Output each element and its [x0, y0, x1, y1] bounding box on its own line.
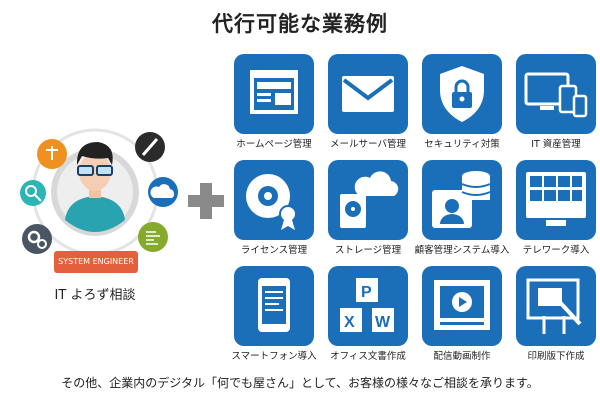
- service-label: IT 資産管理: [531, 139, 581, 150]
- plus-icon: [188, 183, 224, 219]
- disc-certificate-icon: [246, 174, 297, 230]
- service-label: 印刷版下作成: [527, 351, 585, 362]
- engineer-illustration: [20, 128, 178, 256]
- smartphone-icon: [258, 278, 290, 332]
- cloud-storage-icon: [340, 171, 399, 228]
- service-label: ライセンス管理: [240, 245, 308, 256]
- code-icon: [138, 222, 168, 252]
- service-tile: [422, 54, 502, 134]
- service-label: テレワーク導入: [522, 245, 590, 256]
- service-tile: [328, 54, 408, 134]
- service-tile: [234, 266, 314, 346]
- service-tile: [422, 266, 502, 346]
- footer-note: その他、企業内のデジタル「何でも屋さん」として、お客様の様々なご相談を承ります。: [61, 376, 539, 390]
- office-documents-icon: PX W: [340, 278, 394, 332]
- service-label: オフィス文書作成: [330, 351, 406, 362]
- service-tile: [328, 160, 408, 240]
- mail-icon: [342, 76, 394, 112]
- devices-icon: [524, 72, 588, 118]
- service-label: スマートフォン導入: [231, 351, 317, 362]
- service-tile: [422, 160, 502, 240]
- system-engineer-badge: SYSTEM ENGINEER: [54, 251, 138, 273]
- svg-text:P: P: [361, 284, 372, 301]
- search-icon: [20, 180, 46, 206]
- service-label: メールサーバ管理: [330, 139, 406, 150]
- service-label: セキュリティ対策: [424, 139, 500, 150]
- service-label: ホームページ管理: [236, 139, 312, 150]
- service-tile: [516, 160, 596, 240]
- page-title: 代行可能な業務例: [212, 12, 388, 36]
- shield-lock-icon: [440, 66, 484, 122]
- service-tile: [516, 54, 596, 134]
- service-tile: [234, 54, 314, 134]
- service-tile: [516, 266, 596, 346]
- service-label: 配信動画制作: [433, 351, 491, 362]
- print-design-icon: [526, 278, 582, 334]
- svg-text:X: X: [344, 314, 355, 331]
- it-consulting-caption: IT よろず相談: [54, 288, 136, 303]
- service-tile: [234, 160, 314, 240]
- svg-text:W: W: [375, 314, 391, 331]
- video-conference-icon: [526, 172, 586, 226]
- video-icon: [434, 280, 490, 330]
- gears-icon: [22, 224, 52, 254]
- service-label: ストレージ管理: [334, 245, 402, 256]
- service-label: 顧客管理システム導入: [414, 245, 510, 256]
- customer-database-icon: [432, 171, 491, 228]
- webpage-icon: [250, 70, 298, 114]
